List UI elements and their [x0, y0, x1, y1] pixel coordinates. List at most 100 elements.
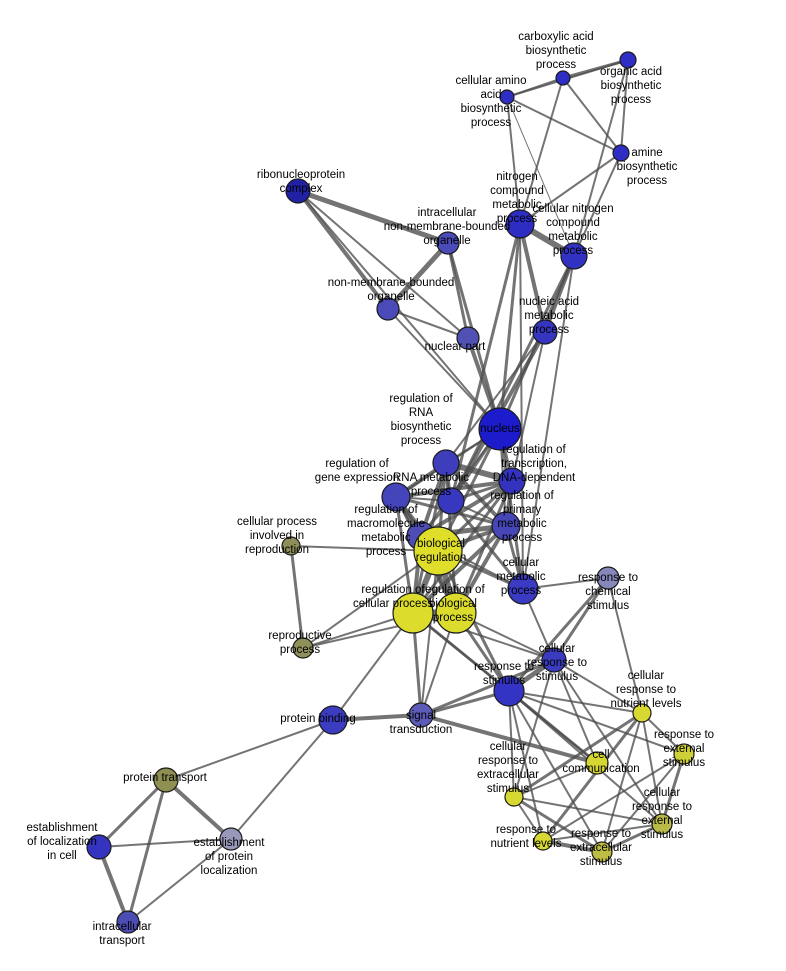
node-label-line: primary [503, 504, 542, 516]
node-label-line: involved in [250, 530, 304, 542]
edge-respnutrient-cellrespexternal [542, 823, 663, 842]
node-signaltrans[interactable]: signal transduction [408, 702, 434, 728]
edge-intraorg-nonmemorg [385, 240, 451, 312]
edge-nucleicacid-regtranscription [511, 331, 546, 482]
edge-cellamino-cellnitrogen [506, 96, 575, 257]
node-label-line: organelle [423, 235, 470, 247]
node-ribo[interactable]: ribonucleoprotein complex [285, 178, 311, 204]
edge-respstim-cellrespnutrient [508, 690, 643, 714]
node-label-line: regulation [416, 552, 467, 564]
node-nonmemorg[interactable]: non-membrane-bounded organelle [376, 297, 400, 321]
node-respstim[interactable]: response to stimulus [493, 675, 525, 707]
edge-cellrespstim-signaltrans [419, 658, 556, 717]
node-label-line: process [433, 612, 474, 624]
edge-proteintransport-intracelltransport [126, 778, 168, 924]
node-regrna[interactable]: regulation of RNA biosynthetic process [432, 449, 460, 477]
node-proteinbinding[interactable]: protein binding [318, 705, 348, 735]
node-cellrespnutrient[interactable]: cellular response to nutrient levels [632, 703, 652, 723]
node-bioreg[interactable]: biological regulation [413, 526, 463, 576]
node-label-line: transduction [390, 724, 453, 736]
node-respnutrient[interactable]: response to nutrient levels [533, 831, 553, 851]
node-label-intraorg: intracellularnon-membrane-boundedorganel… [384, 207, 511, 247]
node-cellrespstim[interactable]: cellular response to stimulus [541, 647, 567, 673]
node-cellamino[interactable]: cellular amino acid biosynthetic process [499, 89, 515, 105]
node-label-line: extracellular [477, 769, 539, 781]
node-label-line: process [553, 245, 594, 257]
edge-cellrespstim-cellrespnutrient [553, 659, 643, 714]
node-label-line: response to [571, 828, 631, 840]
node-cellnitrogen[interactable]: cellular nitrogen compound metabolic pro… [560, 242, 588, 270]
node-label-line: stimulus [641, 829, 683, 841]
node-label-line: process [471, 117, 512, 129]
node-label-line: biological [429, 598, 477, 610]
edge-cellamino-nitrogen [506, 96, 521, 225]
node-regbioproc[interactable]: regulation of biological process [435, 592, 477, 634]
edge-cellrespstim-cellrespexternal [553, 659, 663, 825]
node-cellcomm[interactable]: cell communication [585, 751, 609, 775]
node-intracelltransport[interactable]: intracellular transport [116, 910, 140, 934]
edge-nonmemorg-nuclearpart [387, 308, 469, 339]
node-label-line: non-membrane-bounded [328, 277, 455, 289]
label-layer: carboxylic acidbiosyntheticprocessorgani… [27, 31, 715, 947]
node-label-line: response to [632, 801, 692, 813]
node-label-line: RNA metabolic [393, 472, 469, 484]
node-label-line: intracellular [418, 207, 477, 219]
node-label-line: process [366, 546, 407, 558]
node-cellprocrepro[interactable]: cellular process involved in reproductio… [281, 536, 301, 556]
node-cellrespexternal[interactable]: cellular response to external stimulus [651, 813, 673, 835]
node-label-line: metabolic [361, 532, 410, 544]
node-rnametab[interactable]: RNA metabolic process [437, 487, 465, 515]
node-organic[interactable]: organic acid biosynthetic process [619, 51, 637, 69]
edge-amine-nitrogen [519, 152, 622, 225]
node-estloccell[interactable]: establishment of localization in cell [86, 834, 112, 860]
node-reggene[interactable]: regulation of gene expression [381, 482, 411, 512]
node-regtranscription[interactable]: regulation of transcription, DNA-depende… [498, 467, 526, 495]
node-respchem[interactable]: response to chemical stimulus [596, 566, 620, 590]
node-nucleus[interactable]: nucleus [478, 407, 522, 451]
node-label-nucleus: nucleus [480, 423, 520, 435]
node-label-line: response to [527, 657, 587, 669]
node-label-line: regulation of [389, 393, 453, 405]
node-respextracell[interactable]: response to extracellular stimulus [591, 841, 613, 863]
node-label-line: nitrogen [496, 171, 538, 183]
edge-nitrogen-nucleicacid [518, 222, 547, 334]
node-label-line: response to [654, 729, 714, 741]
node-regcellproc[interactable]: regulation of cellular process [392, 592, 434, 634]
node-regprimary[interactable]: regulation of primary metabolic process [491, 511, 521, 541]
node-nitrogen[interactable]: nitrogen compound metabolic process [505, 209, 535, 239]
node-nucleicacid[interactable]: nucleic acid metabolic process [532, 319, 558, 345]
edge-respchem-cellrespstim [552, 576, 610, 662]
node-nuclearpart[interactable]: nuclear part [456, 326, 480, 350]
node-label-line: nutrient levels [491, 838, 562, 850]
edge-amine-cellnitrogen [573, 152, 622, 257]
node-carboxylic[interactable]: carboxylic acid biosynthetic process [555, 70, 571, 86]
edge-cellrespnutrient-cellrespextracell [512, 711, 644, 799]
edge-estproteinloc-proteinbinding [230, 719, 334, 840]
edge-carboxylic-nitrogen [519, 77, 564, 225]
node-cellrespextracell[interactable]: cellular response to extracellular stimu… [504, 787, 524, 807]
node-label-line: localization [201, 865, 258, 877]
node-label-line: stimulus [483, 675, 525, 687]
node-cellmetab[interactable]: cellular metabolic process [507, 573, 539, 605]
node-estproteinloc[interactable]: establishment of protein localization [219, 827, 243, 851]
node-respexternal[interactable]: response to external stimulus [673, 743, 695, 765]
node-reproproc[interactable]: reproductive process [292, 637, 314, 659]
node-label-line: establishment [194, 837, 266, 849]
node-amine[interactable]: amine biosynthetic process [612, 144, 630, 162]
node-label-line: gene expression [315, 472, 399, 484]
node-label-line: process [497, 213, 538, 225]
node-intraorg[interactable]: intracellular non-membrane-bounded organ… [436, 231, 460, 255]
node-proteintransport[interactable]: protein transport [153, 767, 179, 793]
node-label-line: cellular nitrogen [532, 203, 613, 215]
